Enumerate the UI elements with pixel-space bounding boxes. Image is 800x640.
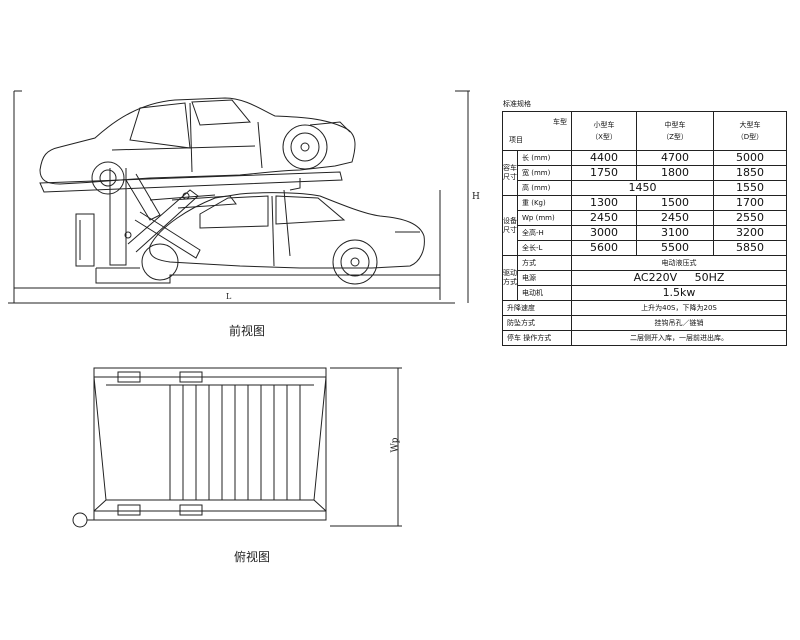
cell: 1500	[636, 195, 714, 211]
table-row: 容车尺寸 长 (mm) 4400 4700 5000	[502, 150, 787, 196]
row-label: 方式	[517, 255, 572, 271]
cell: 1800	[636, 165, 714, 181]
lift-arms	[109, 168, 237, 266]
col-large-name: 大型车	[739, 121, 761, 129]
cell: 3200	[713, 225, 787, 241]
row-label: 防坠方式	[502, 315, 572, 331]
table-row: 设备尺寸 重 (Kg) 1300 1500 1700	[502, 195, 787, 256]
spec-table-title: 标准规格	[503, 100, 531, 108]
col-medium-type: （Z型）	[662, 133, 688, 141]
cell: 5500	[636, 240, 714, 256]
lower-car	[141, 189, 425, 285]
cell: 1300	[571, 195, 637, 211]
cell: 上升为40S，下降为20S	[571, 300, 787, 316]
cell: 5600	[571, 240, 637, 256]
table-row: 防坠方式 挂钩吊孔／链销	[502, 315, 787, 331]
cell: 电动液压式	[571, 255, 787, 271]
col-small-name: 小型车	[593, 121, 615, 129]
header-corner-top: 车型	[553, 118, 567, 126]
cell: 1450	[571, 180, 714, 196]
col-medium-name: 中型车	[664, 121, 686, 129]
cell: 5000	[713, 150, 787, 166]
row-label: 停车 操作方式	[502, 330, 572, 346]
row-label: 电动机	[517, 285, 572, 301]
row-label: 高 (mm)	[517, 180, 572, 196]
cell: 1700	[713, 195, 787, 211]
top-view-brackets	[72, 371, 203, 528]
header-corner-cell: 车型 项目	[502, 111, 572, 151]
cell: 5850	[713, 240, 787, 256]
table-row: 全高-H 3000 3100 3200	[503, 225, 787, 241]
header-col-large: 大型车 （D型）	[713, 111, 787, 151]
table-row: 电源 AC220V 50HZ	[503, 270, 787, 286]
front-view-frame	[8, 90, 470, 304]
upper-car	[39, 97, 356, 195]
cell: AC220V 50HZ	[571, 270, 787, 286]
table-row: 驱动方式 方式 电动液压式	[502, 255, 787, 301]
cell: 4400	[571, 150, 637, 166]
row-label: 电源	[517, 270, 572, 286]
table-row: 宽 (mm) 1750 1800 1850	[503, 165, 787, 181]
top-view-slats	[169, 385, 301, 500]
dim-width-label: Wp	[390, 437, 401, 453]
table-row: 停车 操作方式 二层侧开入库，一层前进出库。	[502, 330, 787, 346]
front-view-caption: 前视图	[229, 324, 266, 338]
spec-table: 车型 项目 小型车 （X型） 中型车 （Z型） 大型车 （D型） 容车尺寸 长 …	[502, 111, 787, 346]
header-col-medium: 中型车 （Z型）	[636, 111, 714, 151]
row-label: 宽 (mm)	[517, 165, 572, 181]
dim-length-label: L	[226, 292, 232, 301]
table-row: 升降速度 上升为40S，下降为20S	[502, 300, 787, 316]
cell: 3100	[636, 225, 714, 241]
col-small-type: （X型）	[591, 133, 617, 141]
top-view-caption: 俯视图	[234, 550, 271, 564]
cell: 1550	[713, 180, 787, 196]
group-power: 驱动方式	[502, 255, 518, 301]
cell: 3000	[571, 225, 637, 241]
header-col-small: 小型车 （X型）	[571, 111, 637, 151]
cell: 4700	[636, 150, 714, 166]
row-label: 长 (mm)	[517, 150, 572, 166]
cell: 二层侧开入库，一层前进出库。	[571, 330, 787, 346]
dim-height-label: H	[472, 192, 480, 202]
row-label: 全高-H	[517, 225, 572, 241]
group-device: 设备尺寸	[502, 195, 518, 256]
cell: 2450	[636, 210, 714, 226]
table-row: 全长-L 5600 5500 5850	[503, 240, 787, 256]
cell: 1750	[571, 165, 637, 181]
table-row: Wp (mm) 2450 2450 2550	[503, 210, 787, 226]
cell: 2450	[571, 210, 637, 226]
cell: 挂钩吊孔／链销	[571, 315, 787, 331]
upper-platform	[39, 171, 343, 193]
col-large-type: （D型）	[736, 133, 764, 141]
row-label: 重 (Kg)	[517, 195, 572, 211]
table-row: 电动机 1.5kw	[503, 285, 787, 301]
cell: 1.5kw	[571, 285, 787, 301]
table-row: 高 (mm) 1450 1550	[503, 180, 787, 196]
lift-base	[75, 213, 440, 284]
group-vehicle: 容车尺寸	[502, 150, 518, 196]
row-label: 升降速度	[502, 300, 572, 316]
cell: 1850	[713, 165, 787, 181]
header-corner-bottom: 项目	[509, 136, 523, 144]
table-header-row: 车型 项目 小型车 （X型） 中型车 （Z型） 大型车 （D型）	[502, 111, 787, 151]
row-label: Wp (mm)	[517, 210, 572, 226]
row-label: 全长-L	[517, 240, 572, 256]
top-view-frame	[93, 367, 402, 527]
cell: 2550	[713, 210, 787, 226]
